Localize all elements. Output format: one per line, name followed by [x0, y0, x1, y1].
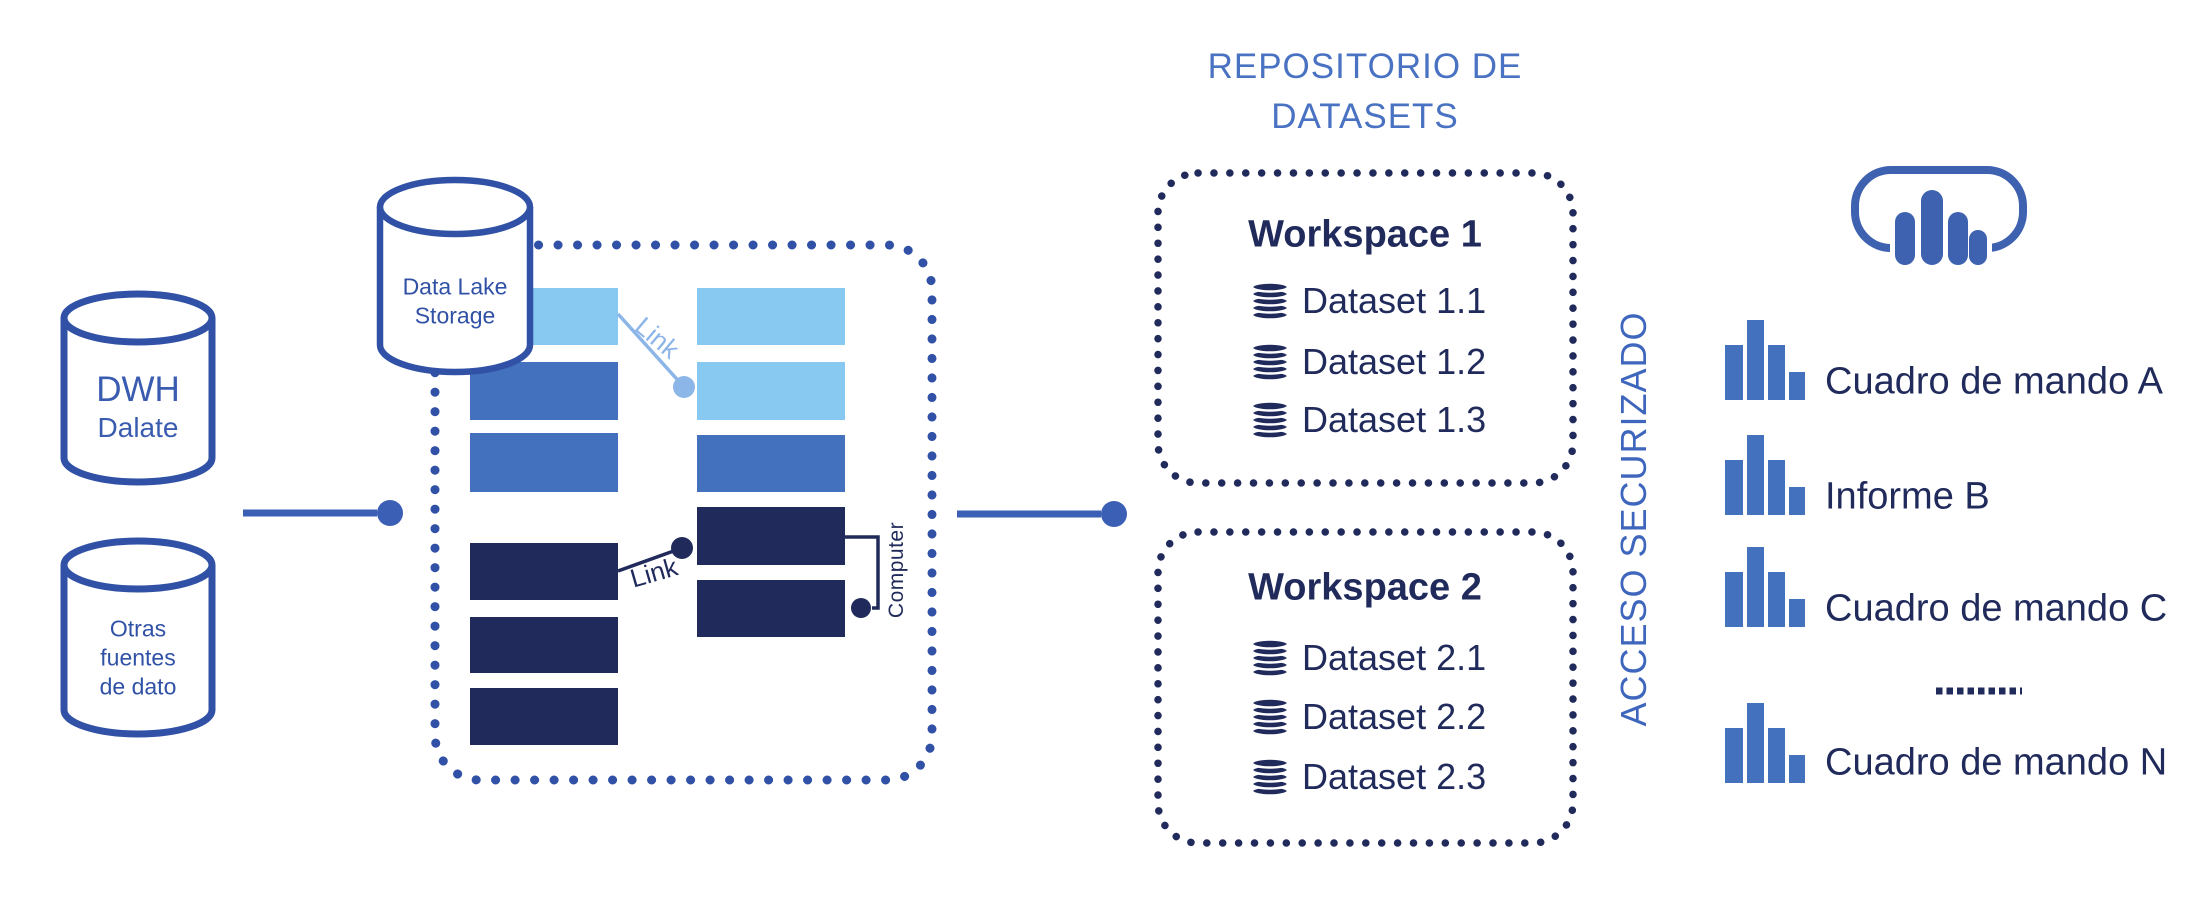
source-to-lake-connector: [243, 500, 403, 526]
other-sources-label-line1: Otras: [109, 615, 167, 642]
dataset-item: Dataset 2.1: [1302, 637, 1487, 678]
dataset-item: Dataset 1.2: [1302, 341, 1487, 382]
storage-bar: [697, 435, 845, 492]
computer-bracket: [845, 535, 880, 618]
report-item-label: Cuadro de mando A: [1825, 360, 2164, 403]
repository-title-line2: DATASETS: [1271, 97, 1459, 136]
dataset-item: Dataset 1.1: [1302, 280, 1487, 321]
storage-bar: [697, 580, 845, 637]
computer-label: Computer: [885, 521, 908, 619]
link-label-dark: Link: [626, 551, 681, 594]
dataset-item: Dataset 1.3: [1302, 399, 1487, 440]
database-icon: [1250, 697, 1290, 737]
storage-bar: [470, 543, 618, 600]
database-icon: [1250, 400, 1290, 440]
bar-chart-icon: [1725, 435, 1805, 515]
storage-bar: [697, 288, 845, 345]
dataset-item: Dataset 2.2: [1302, 696, 1487, 737]
storage-bar: [470, 617, 618, 673]
power-bi-icon: [1851, 166, 2027, 270]
report-item-label: Cuadro de mando N: [1825, 741, 2168, 784]
data-lake-label-line1: Data Lake: [402, 273, 508, 300]
database-icons: [1250, 281, 1290, 797]
report-item-label: Cuadro de mando C: [1825, 587, 2168, 630]
storage-bar: [470, 362, 618, 420]
workspace-1-title: Workspace 1: [1248, 213, 1482, 256]
bar-chart-icon: [1725, 703, 1805, 783]
report-item-label: Informe B: [1825, 475, 1990, 518]
lake-to-repository-connector: [957, 501, 1127, 527]
dwh-title: DWH: [96, 370, 180, 409]
other-sources-label-line3: de dato: [99, 673, 177, 700]
database-icon: [1250, 638, 1290, 678]
workspace-2-title: Workspace 2: [1248, 566, 1482, 609]
dwh-subtitle: Dalate: [97, 412, 179, 443]
database-icon: [1250, 281, 1290, 321]
repository-title-line1: REPOSITORIO DE: [1207, 47, 1523, 86]
link-label-light: Link: [629, 310, 686, 365]
other-sources-label-line2: fuentes: [100, 644, 176, 671]
storage-bar: [697, 362, 845, 420]
secured-access-label: ACCESO SECURIZADO: [1613, 311, 1654, 727]
storage-bar: [697, 507, 845, 565]
database-icon: [1250, 342, 1290, 382]
bar-chart-icon: [1725, 320, 1805, 400]
data-lake-label-line2: Storage: [414, 302, 496, 329]
database-icon: [1250, 757, 1290, 797]
storage-bar: [470, 688, 618, 745]
storage-bar: [470, 433, 618, 492]
report-icons: [1725, 320, 1805, 783]
dataset-item: Dataset 2.3: [1302, 756, 1487, 797]
bar-chart-icon: [1725, 547, 1805, 627]
